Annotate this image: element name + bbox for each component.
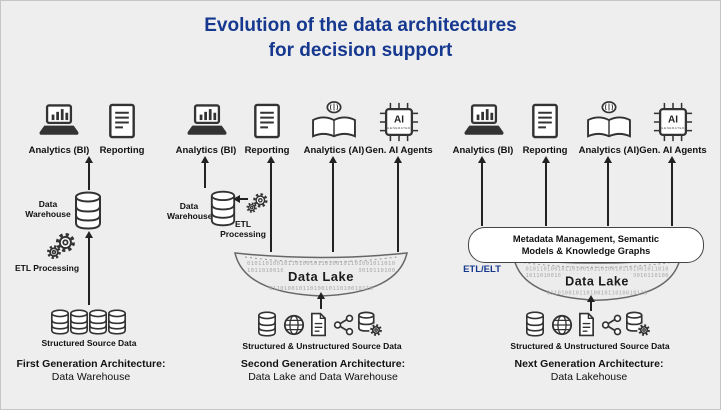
share-nodes-icon: [333, 314, 355, 336]
book-brain-icon: [309, 101, 359, 141]
metadata-box-line-1: Metadata Management, Semantic: [512, 234, 660, 244]
footer-title: Second Generation Architecture:: [240, 358, 406, 370]
arrow-lake-to-gen-ai: [393, 156, 402, 252]
etl-gears-icon: [45, 231, 77, 261]
data-lake-label: Data Lake: [288, 269, 354, 284]
title-line-2: for decision support: [268, 40, 453, 61]
etl-gears-icon: [245, 191, 269, 215]
output-label-reporting: Reporting: [522, 145, 568, 156]
data-warehouse-label: Data Warehouse: [25, 199, 71, 219]
etl-processing-label: ETL Processing: [220, 219, 266, 239]
arrow-metadata-to-analytics-bi: [477, 156, 486, 226]
arrow-metadata-to-gen-ai: [667, 156, 676, 226]
footer-subtitle: Data Warehouse: [51, 371, 131, 383]
data-warehouse-label: Data Warehouse: [167, 201, 213, 221]
database-icon: [69, 309, 89, 335]
generation-1-footer: First Generation Architecture: Data Ware…: [1, 358, 181, 384]
document-icon: [577, 312, 596, 337]
output-label-analytics-bi: Analytics (BI): [28, 145, 90, 156]
lake-binary-row: 0101101001011010010110100101101001011010: [526, 266, 669, 272]
database-icon: [257, 311, 277, 337]
report-document-icon: [530, 103, 560, 140]
data-warehouse-icon: [73, 190, 103, 230]
laptop-analytics-icon: [185, 103, 229, 139]
report-document-icon: [107, 103, 137, 140]
output-label-reporting: Reporting: [244, 145, 290, 156]
metadata-management-box: Metadata Management, Semantic Models & K…: [468, 227, 704, 263]
lake-binary-row: 0110100101101001011010010110: [547, 290, 647, 296]
footer-subtitle: Data Lakehouse: [550, 371, 628, 383]
output-label-reporting: Reporting: [99, 145, 145, 156]
share-nodes-icon: [601, 314, 623, 336]
database-icon: [525, 311, 545, 337]
title-line-1: Evolution of the data architectures: [204, 15, 517, 36]
arrow-sources-to-warehouse: [84, 231, 93, 305]
database-icon: [107, 309, 127, 335]
footer-title: Next Generation Architecture:: [514, 358, 664, 370]
arrow-lake-to-reporting: [266, 156, 275, 252]
output-label-analytics-bi: Analytics (BI): [175, 145, 237, 156]
arrow-metadata-to-analytics-ai: [603, 156, 612, 226]
arrow-metadata-to-reporting: [541, 156, 550, 226]
data-lake: 0101101001011010010110100101101001011010…: [513, 257, 681, 301]
report-document-icon: [252, 103, 282, 140]
output-label-gen-ai-agents: Gen. AI Agents: [365, 145, 433, 156]
database-gear-icon: [357, 311, 383, 337]
database-icon: [88, 309, 108, 335]
arrow-sources-to-lake: [586, 295, 595, 311]
data-lake-label: Data Lake: [565, 275, 629, 289]
footer-subtitle: Data Lake and Data Warehouse: [248, 371, 398, 383]
arrow-lake-to-analytics-ai: [328, 156, 337, 252]
document-icon: [309, 312, 328, 337]
source-data-label: Structured & Unstructured Source Data: [510, 341, 670, 351]
arrow-warehouse-to-outputs: [84, 156, 93, 190]
arrow-warehouse-to-analytics-bi: [200, 156, 209, 188]
output-label-gen-ai-agents: Gen. AI Agents: [639, 145, 707, 156]
globe-icon: [283, 314, 305, 336]
lake-binary-row: 0110100101101001011010010110: [269, 286, 373, 292]
laptop-analytics-icon: [37, 103, 81, 139]
ai-chip-icon: [378, 101, 420, 143]
etl-processing-label: ETL Processing: [14, 263, 80, 273]
lake-binary-row: 0101101001011010010110100101101001011010: [247, 261, 395, 267]
output-label-analytics-ai: Analytics (AI): [578, 145, 640, 156]
ai-chip-icon: [652, 101, 694, 143]
output-label-analytics-ai: Analytics (AI): [303, 145, 365, 156]
generation-2-footer: Second Generation Architecture: Data Lak…: [223, 358, 423, 384]
arrow-etl-to-warehouse: [233, 194, 248, 203]
generation-3-footer: Next Generation Architecture: Data Lakeh…: [489, 358, 689, 384]
output-label-analytics-bi: Analytics (BI): [452, 145, 514, 156]
database-icon: [50, 309, 70, 335]
metadata-box-line-2: Models & Knowledge Graphs: [521, 246, 651, 256]
arrow-sources-to-lake: [316, 292, 325, 309]
globe-icon: [551, 314, 573, 336]
data-lake: 0101101001011010010110100101101001011010…: [234, 252, 408, 297]
source-data-label: Structured Source Data: [41, 338, 137, 348]
database-gear-icon: [625, 311, 651, 337]
source-data-label: Structured & Unstructured Source Data: [242, 341, 402, 351]
book-brain-icon: [584, 101, 634, 141]
page-title: Evolution of the data architectures for …: [1, 13, 720, 63]
laptop-analytics-icon: [462, 103, 506, 139]
etl-elt-label: ETL/ELT: [463, 264, 501, 275]
footer-title: First Generation Architecture:: [16, 358, 166, 370]
